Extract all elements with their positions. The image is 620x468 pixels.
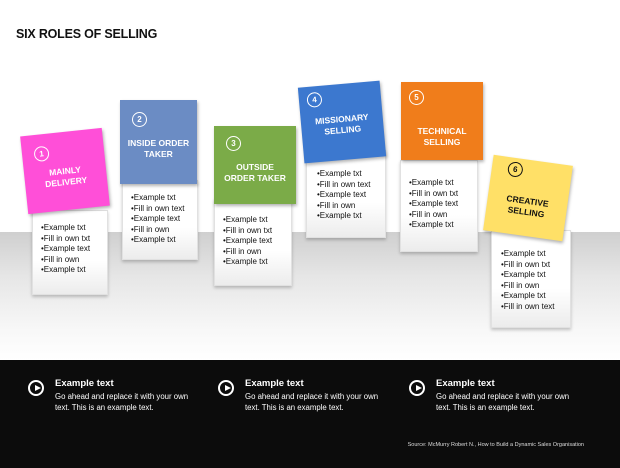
role-card-item: •Example txt — [317, 169, 362, 178]
role-card-item: •Example txt — [41, 265, 86, 274]
play-icon[interactable] — [28, 380, 44, 396]
role-card-item: •Example text — [41, 244, 91, 253]
role-card-item: •Example txt — [501, 291, 546, 300]
role-card-item: •Fill in own — [223, 246, 262, 256]
role-number-badge: 4 — [306, 91, 323, 108]
role-card-item: •Fill in own text — [131, 203, 185, 213]
role-card-item: •Fill in own txt — [41, 233, 91, 243]
role-note-4: 4 MISSIONARY SELLING — [297, 80, 387, 164]
role-card-item: •Fill in own txt — [501, 259, 551, 269]
role-card-6: •Example txt •Fill in own txt •Example t… — [491, 230, 571, 328]
source-citation: Source: McMurry Robert N., How to Build … — [407, 442, 584, 448]
role-card-item: •Fill in own txt — [409, 188, 459, 198]
role-number-badge: 6 — [506, 160, 524, 178]
footer-item-body: Go ahead and replace it with your own te… — [436, 392, 570, 412]
role-card-item: •Example txt — [131, 235, 176, 244]
role-label: OUTSIDE ORDER TAKER — [224, 162, 286, 183]
role-card-item: •Example txt — [223, 257, 268, 266]
role-card-item: •Fill in own — [501, 280, 540, 290]
role-number-badge: 1 — [33, 145, 50, 163]
footer-bar: Example text Go ahead and replace it wit… — [0, 360, 620, 468]
role-number-badge: 2 — [132, 112, 147, 127]
role-card-item: •Example txt — [41, 223, 86, 232]
role-card-4: •Example txt •Fill in own text •Example … — [306, 150, 386, 238]
role-card-item: •Example text — [409, 199, 459, 208]
role-note-3: 3 OUTSIDE ORDER TAKER — [214, 126, 296, 204]
role-card-item: •Example text — [317, 190, 367, 199]
role-label: INSIDE ORDER TAKER — [127, 138, 190, 159]
role-card-1: •Example txt •Fill in own txt •Example t… — [32, 210, 108, 295]
play-icon[interactable] — [409, 380, 425, 396]
role-card-item: •Fill in own text — [317, 179, 371, 189]
role-number-badge: 5 — [409, 90, 424, 105]
role-label: MISSIONARY SELLING — [314, 111, 369, 137]
slide-title: SIX ROLES OF SELLING — [16, 27, 158, 41]
footer-item-body: Go ahead and replace it with your own te… — [245, 392, 379, 412]
role-card-2: •Example txt •Fill in own text •Example … — [122, 180, 198, 260]
role-card-3: •Example txt •Fill in own txt •Example t… — [214, 198, 292, 286]
role-card-item: •Fill in own — [317, 200, 356, 210]
role-note-2: 2 INSIDE ORDER TAKER — [120, 100, 197, 184]
role-card-item: •Example txt — [223, 215, 268, 224]
footer-item-title: Example text — [55, 378, 114, 389]
role-card-item: •Example txt — [131, 193, 176, 202]
role-card-item: •Example text — [131, 214, 181, 223]
role-card-item: •Fill in own txt — [223, 225, 273, 235]
footer-item-title: Example text — [245, 378, 304, 389]
role-label: CREATIVE SELLING — [505, 193, 550, 220]
play-icon[interactable] — [218, 380, 234, 396]
role-card-item: •Example txt — [409, 178, 454, 187]
role-note-6: 6 CREATIVE SELLING — [483, 154, 573, 242]
role-card-item: •Example txt — [501, 270, 546, 279]
role-note-5: 5 TECHNICAL SELLING — [401, 82, 483, 160]
role-note-1: 1 MAINLY DELIVERY — [20, 127, 110, 215]
role-card-item: •Example txt — [317, 211, 362, 220]
role-card-item: •Fill in own text — [501, 301, 555, 311]
role-card-5: •Example txt •Fill in own txt •Example t… — [400, 160, 478, 252]
role-card-item: •Example txt — [409, 220, 454, 229]
footer-item-title: Example text — [436, 378, 495, 389]
role-label: MAINLY DELIVERY — [44, 164, 88, 190]
role-card-item: •Fill in own — [41, 254, 80, 264]
footer-item-body: Go ahead and replace it with your own te… — [55, 392, 189, 412]
role-card-item: •Fill in own — [131, 224, 170, 234]
role-label: TECHNICAL SELLING — [417, 126, 467, 147]
role-card-item: •Example text — [223, 236, 273, 245]
role-card-item: •Example txt — [501, 249, 546, 258]
role-card-item: •Fill in own — [409, 209, 448, 219]
role-number-badge: 3 — [226, 136, 241, 151]
